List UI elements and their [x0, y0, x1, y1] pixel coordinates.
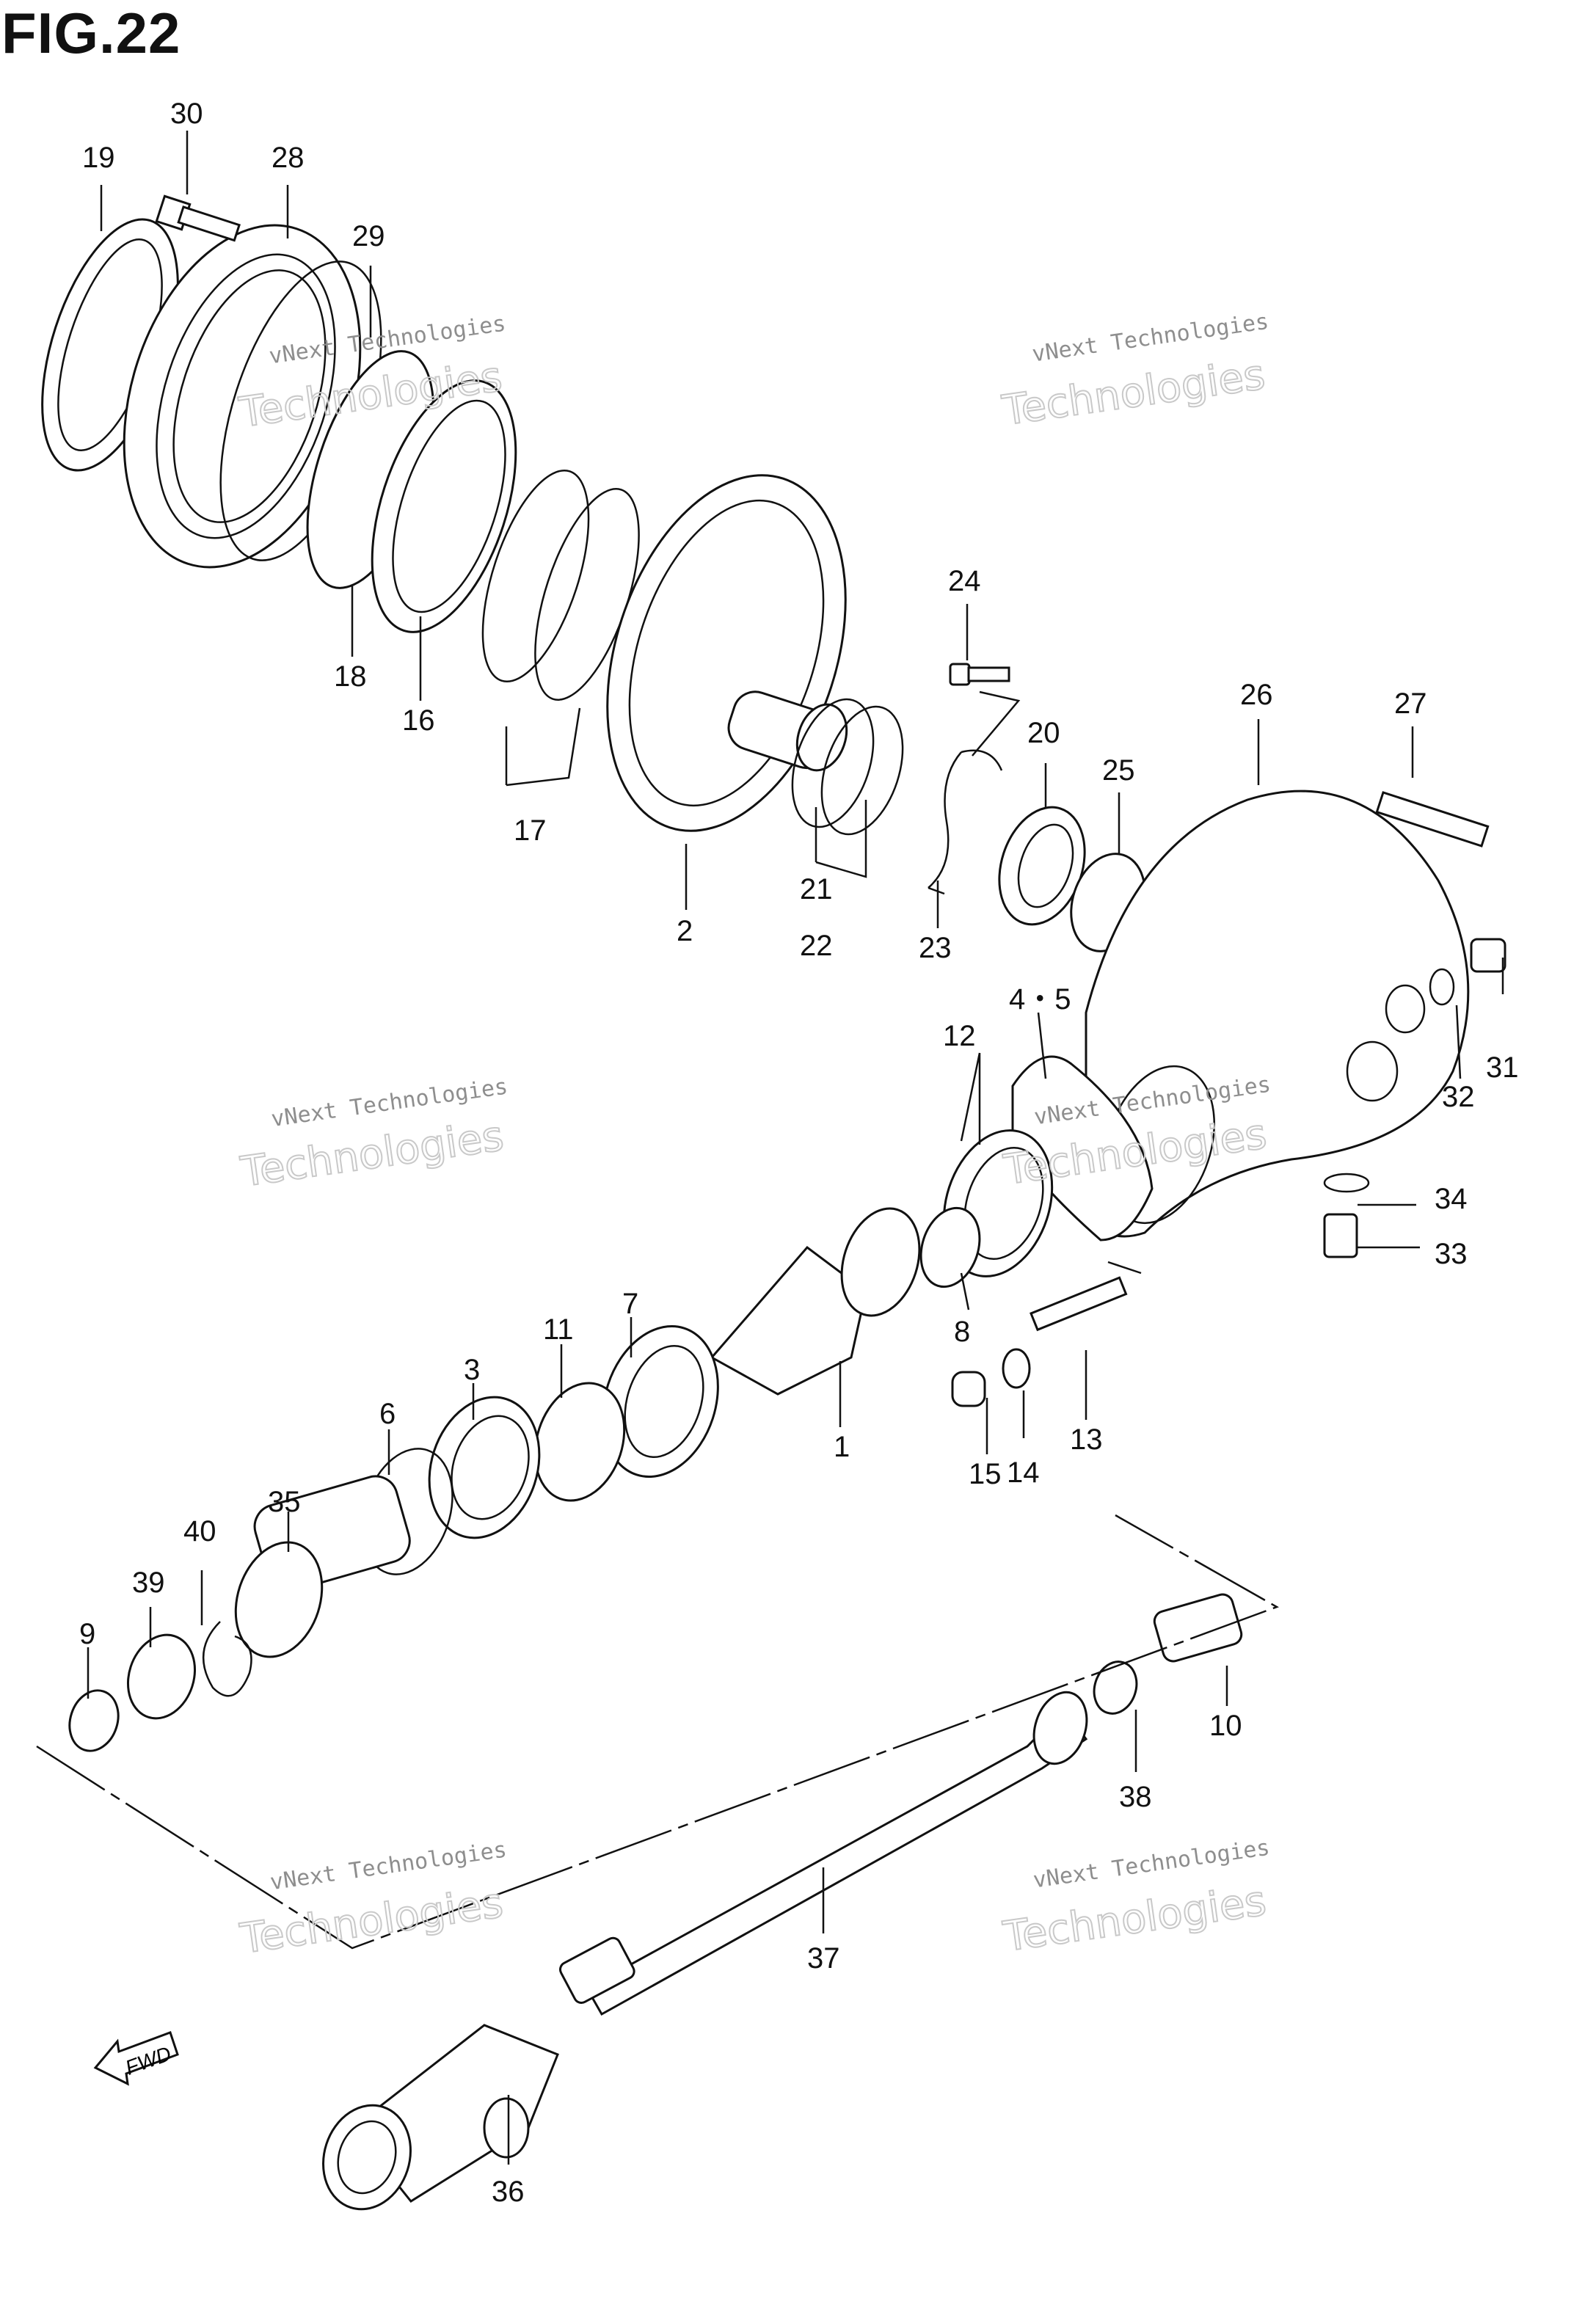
- part-26-final-gear-case: [1085, 790, 1470, 1238]
- callout-40: 40: [183, 1515, 216, 1547]
- part-10-nut: [1153, 1593, 1243, 1663]
- part-8-bearing: [919, 1206, 981, 1288]
- callout-7: 7: [622, 1288, 638, 1320]
- callout-16: 16: [402, 704, 435, 737]
- callout-29: 29: [352, 220, 385, 252]
- callout-22: 22: [800, 930, 833, 962]
- part-7-bearing: [602, 1324, 719, 1479]
- callout-13: 13: [1070, 1423, 1103, 1456]
- part-36-universal-joint: [322, 2024, 559, 2211]
- part-34-gasket: [1323, 1173, 1370, 1193]
- part-40-circlip: [202, 1621, 252, 1697]
- part-33-drain-plug: [1323, 1213, 1358, 1258]
- callout-1: 1: [834, 1431, 850, 1463]
- callout-26: 26: [1240, 679, 1273, 711]
- callout-30: 30: [170, 98, 203, 130]
- callout-14: 14: [1007, 1457, 1040, 1489]
- part-3-nut: [428, 1396, 541, 1539]
- callout-8: 8: [954, 1316, 970, 1348]
- callout-23: 23: [919, 932, 952, 964]
- callout-18: 18: [334, 660, 367, 693]
- part-31-plug: [1470, 938, 1506, 973]
- callout-27: 27: [1394, 688, 1427, 720]
- callout-20: 20: [1027, 717, 1060, 749]
- callout-37: 37: [807, 1942, 840, 1975]
- leader-lines: [87, 131, 1504, 2165]
- callout-39: 39: [132, 1567, 165, 1599]
- part-9-washer: [68, 1689, 120, 1752]
- watermark-middle-left: vNext Technologies Technologies: [237, 1073, 509, 1197]
- part-32-gasket: [1429, 968, 1455, 1006]
- part-23-stopper: [928, 749, 1003, 895]
- callout-33: 33: [1435, 1238, 1468, 1270]
- callout-9: 9: [79, 1618, 95, 1650]
- callout-labels: 1 2 3 4・5 6 7 8 9 10 11 12 13 14 15 16 1…: [79, 98, 1519, 2208]
- callout-32: 32: [1442, 1081, 1475, 1113]
- callout-36: 36: [492, 2176, 525, 2208]
- watermark-top-right: vNext Technologies Technologies: [999, 309, 1271, 436]
- figure-title: FIG.22: [1, 1, 181, 65]
- part-4-5-shim: [1011, 1055, 1154, 1242]
- callout-11: 11: [543, 1313, 574, 1346]
- part-16-bearing: [371, 379, 517, 633]
- callout-4-5: 4・5: [1009, 983, 1071, 1016]
- part-30-bolt: [155, 194, 241, 242]
- callout-34: 34: [1435, 1183, 1468, 1215]
- callout-17: 17: [514, 814, 547, 847]
- part-11-bearing: [533, 1382, 626, 1502]
- callout-15: 15: [969, 1458, 1002, 1490]
- callout-31: 31: [1486, 1051, 1519, 1084]
- part-13-stud: [1030, 1276, 1128, 1332]
- watermark-bottom-right: vNext Technologies Technologies: [999, 1835, 1272, 1962]
- callout-24: 24: [948, 565, 981, 597]
- part-2-ring-gear: [606, 474, 848, 832]
- callout-10: 10: [1209, 1710, 1242, 1742]
- part-37-propeller-shaft: [559, 1691, 1088, 2016]
- part-21-shim: [791, 698, 875, 828]
- watermark-bottom-left: vNext Technologies Technologies: [236, 1837, 509, 1964]
- callout-28: 28: [272, 142, 305, 174]
- callout-25: 25: [1102, 754, 1135, 787]
- part-17-ring-a: [481, 469, 590, 683]
- part-1-bevel-pinion: [710, 1207, 921, 1396]
- part-24-bolt: [949, 663, 1010, 686]
- part-15-nut: [951, 1371, 986, 1407]
- callout-3: 3: [464, 1354, 480, 1386]
- fwd-arrow: FWD: [93, 2031, 179, 2086]
- part-35-coupling: [234, 1475, 411, 1658]
- shaft-group-boundary: [36, 1514, 1279, 1950]
- callout-12: 12: [943, 1020, 976, 1052]
- callout-21: 21: [800, 873, 833, 905]
- part-39-spacer: [126, 1633, 197, 1720]
- callout-19: 19: [82, 142, 115, 174]
- callout-35: 35: [268, 1486, 301, 1518]
- part-22-shim: [820, 705, 904, 836]
- callout-6: 6: [379, 1398, 396, 1430]
- callout-2: 2: [677, 915, 693, 947]
- part-14-washer: [1002, 1348, 1031, 1389]
- callout-38: 38: [1119, 1781, 1152, 1813]
- part-27-stud: [1375, 791, 1490, 847]
